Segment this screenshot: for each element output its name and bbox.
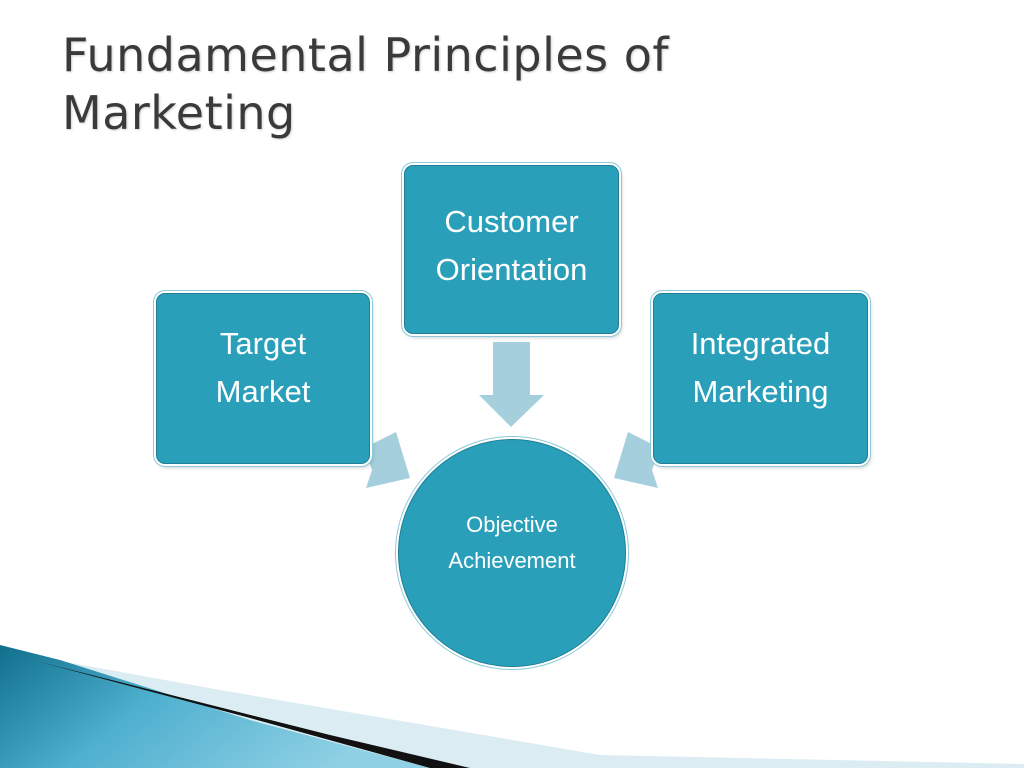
integrated-marketing-box: Integrated Marketing xyxy=(653,293,868,464)
arrow-integrated-left xyxy=(614,432,660,488)
slide-title-line-2: Marketing xyxy=(62,86,296,140)
slide-title: Fundamental Principles of Marketing xyxy=(62,26,962,142)
integrated-marketing-label-line-2: Marketing xyxy=(692,373,829,409)
target-market-label-line-2: Market xyxy=(215,373,311,409)
objective-achievement-label-line-2: Achievement xyxy=(448,548,576,573)
target-market-box: Target Market xyxy=(156,293,370,464)
arrow-customer-down xyxy=(479,342,544,427)
customer-orientation-label-line-2: Orientation xyxy=(435,251,588,287)
objective-achievement-circle: Objective Achievement xyxy=(398,439,626,667)
target-market-label-line-1: Target xyxy=(219,325,307,361)
corner-decoration-gradient xyxy=(0,645,430,768)
objective-achievement-label-line-1: Objective xyxy=(466,512,558,537)
arrow-target-right xyxy=(364,432,410,488)
slide-title-line-1: Fundamental Principles of xyxy=(62,28,670,82)
customer-orientation-label-line-1: Customer xyxy=(444,203,579,239)
integrated-marketing-label-line-1: Integrated xyxy=(690,325,831,361)
customer-orientation-box: Customer Orientation xyxy=(404,165,619,334)
